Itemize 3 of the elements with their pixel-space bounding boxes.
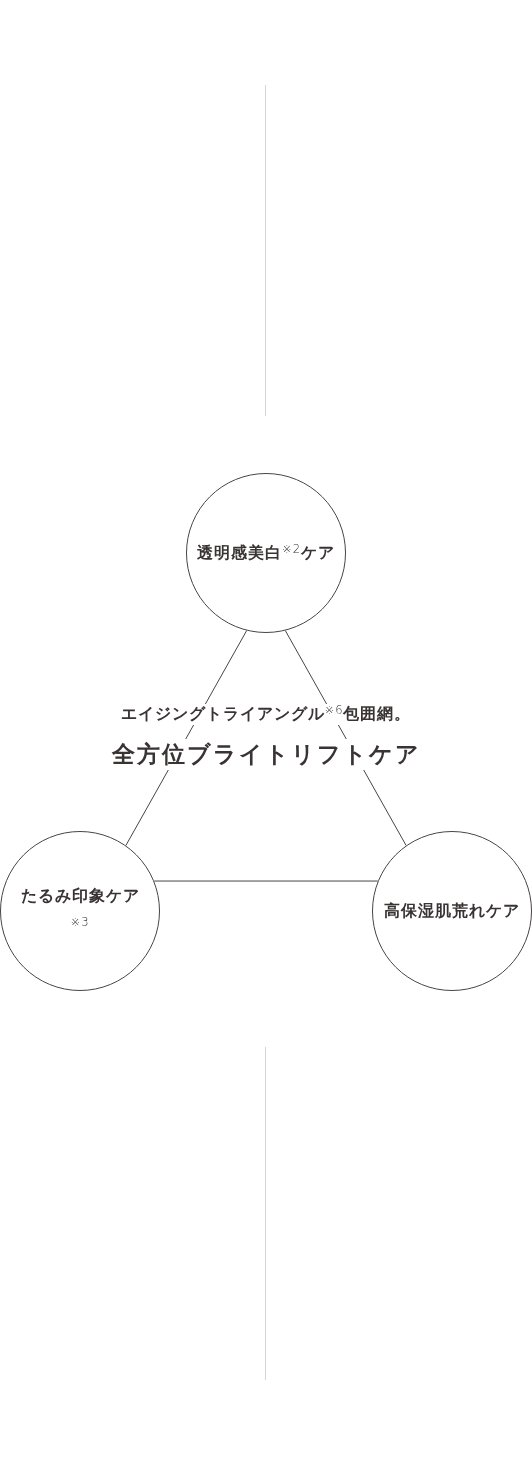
node-label: 高保湿肌荒れケア (383, 899, 521, 922)
connector-line (153, 880, 379, 882)
node-label: 透明感美白$^{※2}$ケア (196, 540, 336, 564)
